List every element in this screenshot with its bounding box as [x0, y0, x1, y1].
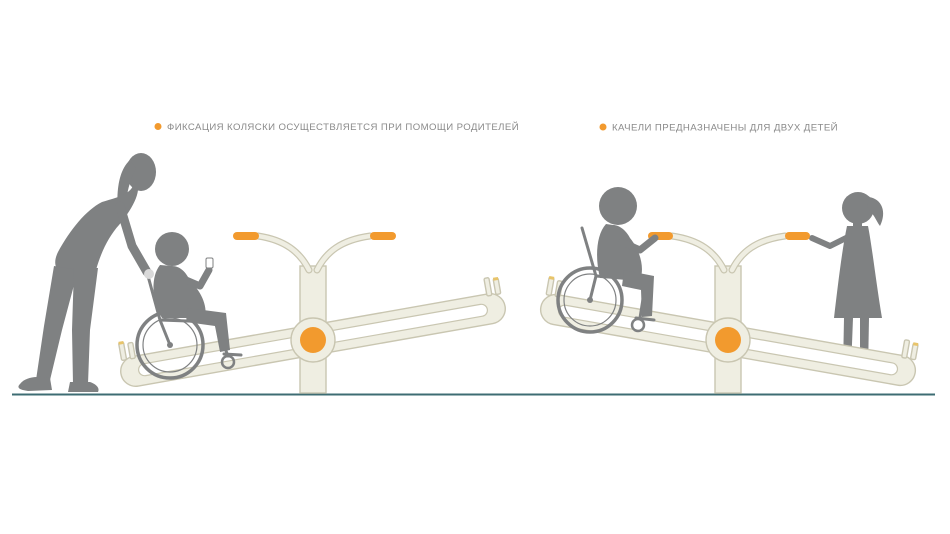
seesaw-right-pivot — [715, 327, 741, 353]
grip-left-b — [370, 232, 396, 240]
grip-right-b — [785, 232, 810, 240]
wheelchair-child-right — [556, 187, 659, 334]
caption-left-text: ФИКСАЦИЯ КОЛЯСКИ ОСУЩЕСТВЛЯЕТСЯ ПРИ ПОМО… — [167, 121, 519, 133]
caption-bullet-left — [154, 123, 162, 130]
wheelchair-child-left — [135, 232, 243, 380]
caption-right: КАЧЕЛИ ПРЕДНАЗНАЧЕНЫ ДЛЯ ДВУХ ДЕТЕЙ — [599, 122, 838, 134]
seesaw-left-handles — [233, 232, 396, 274]
seesaw-left-pivot — [300, 327, 326, 353]
grip-left-a — [233, 232, 259, 240]
caption-right-text: КАЧЕЛИ ПРЕДНАЗНАЧЕНЫ ДЛЯ ДВУХ ДЕТЕЙ — [612, 122, 838, 134]
caption-left: ФИКСАЦИЯ КОЛЯСКИ ОСУЩЕСТВЛЯЕТСЯ ПРИ ПОМО… — [154, 121, 519, 133]
seesaw-left — [118, 232, 506, 394]
woman-silhouette — [18, 153, 156, 392]
seesaw-right-handles — [648, 232, 810, 274]
caption-bullet-right — [599, 123, 607, 131]
